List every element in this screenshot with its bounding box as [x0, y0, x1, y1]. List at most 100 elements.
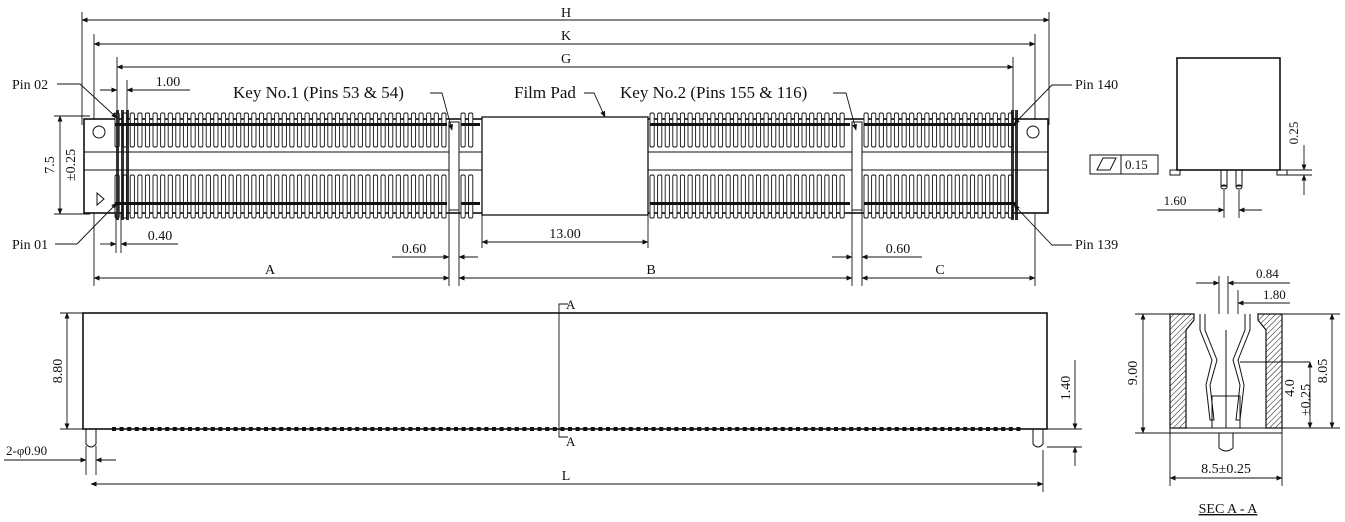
dim-G: G [561, 52, 571, 67]
label-pin02: Pin 02 [12, 78, 48, 93]
front-pin [157, 427, 162, 431]
pin-top [909, 112, 915, 148]
front-pin [241, 427, 246, 431]
pin-top [962, 112, 968, 148]
pin-top [350, 112, 356, 148]
pin-bottom [281, 174, 287, 219]
front-pin [362, 427, 367, 431]
pin-bottom [342, 174, 348, 219]
pin-bottom [931, 174, 938, 219]
front-pin [963, 427, 968, 431]
dim-pin-len: 1.40 [1059, 376, 1074, 401]
dim-key-gap-left: 0.60 [402, 242, 427, 257]
pin-bottom [909, 174, 915, 219]
pin-bottom [702, 174, 708, 219]
pin-top [304, 112, 310, 148]
pin-top [924, 112, 930, 148]
pin-bottom [129, 174, 135, 219]
pin-bottom [289, 174, 295, 219]
front-pin [568, 427, 572, 431]
pin-top [266, 112, 272, 148]
front-pin [461, 427, 466, 431]
pin-bottom [740, 174, 746, 219]
section-mark-bottom: A [566, 434, 576, 449]
pin-bottom [755, 174, 762, 219]
pin-bottom [916, 174, 922, 219]
front-pin [993, 427, 998, 431]
pin-top [182, 112, 189, 148]
pin-bottom [433, 174, 439, 219]
pin-bottom [380, 174, 386, 219]
pin-top [702, 112, 708, 148]
front-pin [826, 427, 831, 431]
front-pin [469, 427, 474, 431]
pin-band [650, 202, 850, 205]
pin-bottom [410, 174, 417, 219]
pin-top [289, 112, 295, 148]
pin-top [839, 112, 845, 148]
label-pin01: Pin 01 [12, 238, 48, 253]
pin-top [372, 112, 379, 148]
front-pin [841, 427, 846, 431]
pin-top [228, 112, 234, 148]
pin-bottom [969, 174, 976, 219]
pin-bottom [809, 174, 815, 219]
pin-bottom [886, 174, 892, 219]
pin-bottom [152, 174, 158, 219]
front-pin [423, 427, 428, 431]
pin-top [167, 112, 173, 148]
pin-top [755, 112, 762, 148]
front-pin [142, 427, 147, 431]
front-pin [195, 427, 200, 431]
pin-top [342, 112, 348, 148]
pin-bottom [365, 174, 371, 219]
front-pin [575, 427, 580, 431]
front-pin [112, 427, 116, 431]
pin-top [901, 112, 907, 148]
front-pin [180, 427, 185, 431]
section-view: 0.84 1.80 9.00 8.05 4.0 ±0.25 8.5±0.25 S… [1126, 266, 1340, 517]
top-view: H K G 1.00 7.5 ±0.25 Pin 02 P [12, 6, 1118, 286]
flatness-icon [1096, 157, 1117, 171]
front-pin [925, 427, 930, 431]
pin-bottom [426, 174, 432, 219]
pin-top [190, 112, 196, 148]
front-pin [302, 427, 306, 431]
pin-bottom [947, 174, 953, 219]
front-pin [765, 427, 770, 431]
pin-top [403, 112, 409, 148]
dim-H: H [561, 6, 571, 21]
pin-bottom [771, 174, 777, 219]
dim-gap: 1.80 [1263, 287, 1286, 302]
front-pin [514, 427, 519, 431]
pin-top [388, 112, 394, 148]
dim-holes: 2-φ0.90 [6, 443, 47, 458]
pin-top [695, 112, 701, 148]
front-pin [1008, 427, 1013, 431]
pin-top [886, 112, 892, 148]
pin-bottom [160, 174, 166, 219]
pin-top [672, 112, 678, 148]
front-pin [697, 427, 702, 431]
front-pin [188, 427, 192, 431]
pin-top [931, 112, 938, 148]
pin-bottom [649, 174, 655, 219]
dim-inner-height: 8.05 [1316, 359, 1331, 384]
pin-top [296, 112, 303, 148]
pin-bottom [977, 174, 983, 219]
pin-band [461, 202, 480, 205]
pin-bottom [236, 174, 242, 219]
front-pin [484, 427, 489, 431]
pin-bottom [786, 174, 792, 219]
front-pin [796, 427, 800, 431]
front-pin [750, 427, 755, 431]
pin-top [816, 112, 822, 148]
front-pin [537, 427, 542, 431]
dim-K: K [561, 29, 571, 44]
pin-top [786, 112, 792, 148]
front-pin [803, 427, 808, 431]
front-pin [317, 427, 322, 431]
pin-bottom [748, 174, 754, 219]
dim-height: 7.5 [43, 156, 58, 174]
pin-bottom [672, 174, 678, 219]
